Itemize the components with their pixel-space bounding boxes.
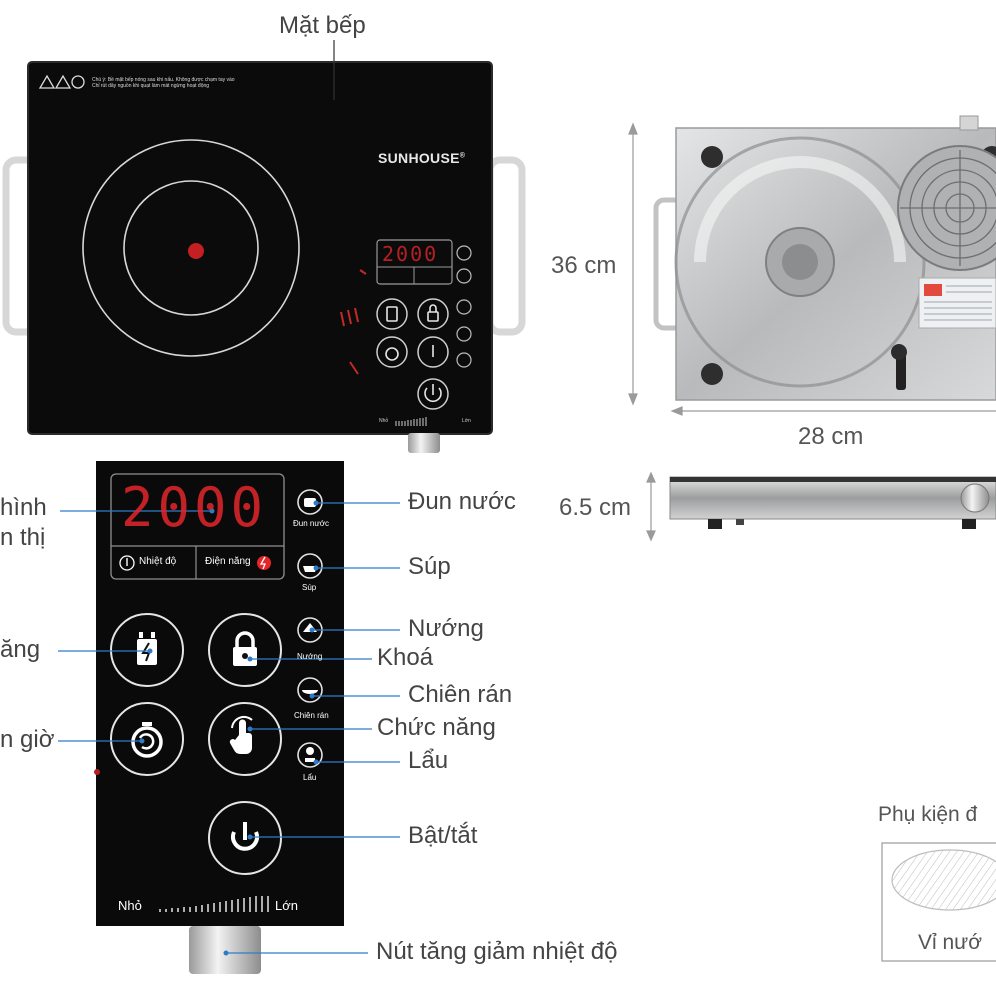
brand-logo: SUNHOUSE®	[378, 150, 466, 166]
panel-power-label: Điện năng	[205, 556, 251, 567]
accessory-box	[881, 842, 996, 962]
mini-display-value: 2000	[382, 242, 439, 266]
top-knob	[408, 433, 440, 453]
burner-outer-ring	[82, 139, 300, 357]
label-display-1: hình	[0, 494, 47, 521]
accessory-item: Vỉ nướ	[918, 931, 983, 954]
panel-display-frame	[110, 473, 285, 580]
dimension-arrows	[628, 122, 996, 542]
grill-rack	[891, 849, 996, 911]
callout-lines	[58, 502, 400, 954]
accessory-title: Phụ kiện đ	[878, 803, 978, 826]
burner-center-mark	[188, 243, 204, 259]
mini-buttons	[376, 298, 449, 410]
label-display-2: n thị	[0, 524, 46, 551]
warning-text: Chú ý: Bề mặt bếp nóng sau khi nấu. Khôn…	[40, 77, 235, 89]
right-handle	[486, 156, 526, 336]
panel-display-value: 2000	[121, 476, 268, 539]
label-hotpot: Lẩu	[408, 747, 449, 774]
mini-scale-ticks	[395, 417, 427, 426]
mini-mode-icons	[456, 245, 472, 368]
dimension-thickness: 6.5 cm	[559, 494, 632, 521]
cooktop-top-view	[2, 61, 526, 453]
cooktop-side-view	[669, 476, 996, 529]
mini-scale-large: Lớn	[462, 418, 471, 424]
label-power: Bật/tắt	[408, 822, 478, 849]
panel-button-glyphs	[131, 631, 259, 851]
caption-soup: Súp	[302, 583, 317, 592]
panel-temp-label: Nhiệt độ	[139, 556, 177, 567]
burner-inner-ring	[123, 180, 259, 316]
label-soup: Súp	[408, 553, 451, 580]
label-knob: Nút tăng giảm nhiệt độ	[376, 938, 618, 965]
warning-line-1: Chú ý: Bề mặt bếp nóng sau khi nấu. Khôn…	[92, 77, 235, 83]
warning-icons	[38, 74, 85, 89]
label-function: Chức năng	[377, 714, 496, 741]
label-lock: Khoá	[377, 644, 434, 671]
temperature-knob	[189, 926, 261, 974]
panel-scale-small: Nhỏ	[118, 898, 142, 913]
label-grill: Nướng	[408, 615, 484, 642]
cooktop-bottom-view	[653, 115, 996, 401]
label-timer: n giờ	[0, 726, 55, 753]
label-cooktop-surface: Mặt bếp	[279, 12, 366, 39]
label-power-level: ăng	[0, 636, 41, 663]
caption-boil: Đun nước	[293, 519, 329, 528]
side-body	[669, 476, 996, 520]
dimension-height: 36 cm	[551, 252, 617, 279]
panel-scale-ticks	[159, 896, 269, 912]
panel-scale-large: Lớn	[275, 898, 298, 913]
warning-line-2: Chỉ rút dây nguồn khi quạt làm mát ngừng…	[92, 83, 210, 89]
panel-glass	[96, 461, 344, 926]
panel-mode-icons	[297, 489, 323, 768]
label-fry: Chiên rán	[408, 681, 513, 708]
dimension-width: 28 cm	[798, 423, 864, 450]
cooktop-glass	[28, 62, 492, 434]
caption-grill: Nướng	[297, 652, 323, 661]
red-reflections	[340, 269, 367, 375]
panel-round-buttons	[110, 613, 282, 875]
control-panel-closeup	[94, 461, 344, 974]
mini-scale-small: Nhỏ	[379, 418, 389, 424]
caption-hotpot: Lẩu	[303, 773, 317, 782]
label-boil: Đun nước	[408, 488, 516, 515]
caption-fry: Chiên rán	[294, 711, 329, 720]
